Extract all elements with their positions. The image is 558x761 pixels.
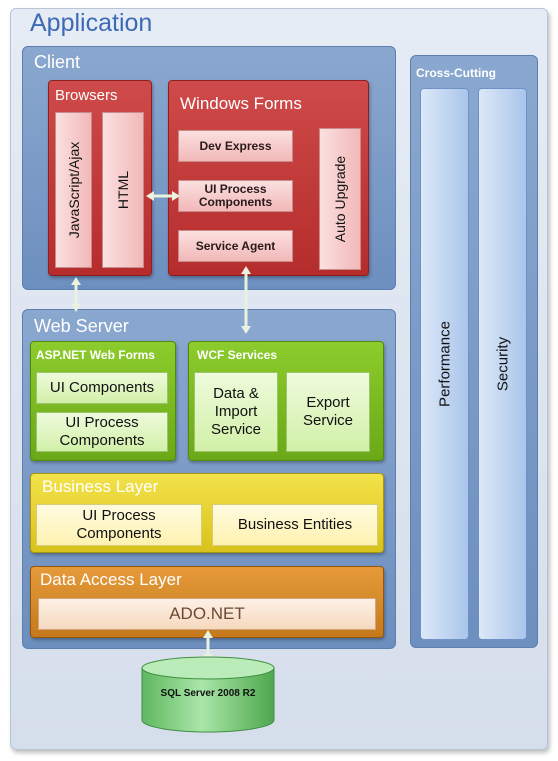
windows-forms-title: Windows Forms [180, 94, 302, 113]
wcf-services-title: WCF Services [197, 348, 278, 362]
dev-express-box: Dev Express [178, 130, 293, 162]
arrow-html-to-winforms [146, 191, 180, 201]
sql-server-label: SQL Server 2008 R2 [160, 688, 256, 699]
ado-net-box: ADO.NET [38, 598, 376, 630]
html-box: HTML [102, 112, 144, 268]
ui-components-box: UI Components [36, 372, 168, 404]
business-entities-box: Business Entities [212, 504, 378, 546]
cross-cutting-title: Cross-Cutting [416, 66, 496, 80]
sql-server-database-icon [141, 656, 275, 733]
aspnet-ui-process-components-box: UI Process Components [36, 412, 168, 452]
business-ui-process-components-box: UI Process Components [36, 504, 202, 546]
performance-column: Performance [420, 88, 469, 640]
export-service-box: Export Service [286, 372, 370, 452]
arrow-service-agent-to-wcf [241, 266, 251, 334]
web-server-title: Web Server [34, 316, 129, 336]
business-layer-title: Business Layer [42, 477, 159, 496]
auto-upgrade-box: Auto Upgrade [319, 128, 361, 270]
data-import-service-box: Data & Import Service [194, 372, 278, 452]
security-column: Security [478, 88, 527, 640]
data-access-layer-title: Data Access Layer [40, 570, 182, 589]
aspnet-web-forms-title: ASP.NET Web Forms [36, 348, 155, 362]
arrow-browsers-to-web-server [71, 277, 81, 312]
service-agent-box: Service Agent [178, 230, 293, 262]
browsers-title: Browsers [55, 87, 118, 104]
javascript-ajax-box: JavaScript/Ajax [55, 112, 92, 268]
client-title: Client [34, 52, 81, 72]
ui-process-components-box: UI Process Components [178, 180, 293, 212]
application-title: Application [30, 9, 153, 37]
